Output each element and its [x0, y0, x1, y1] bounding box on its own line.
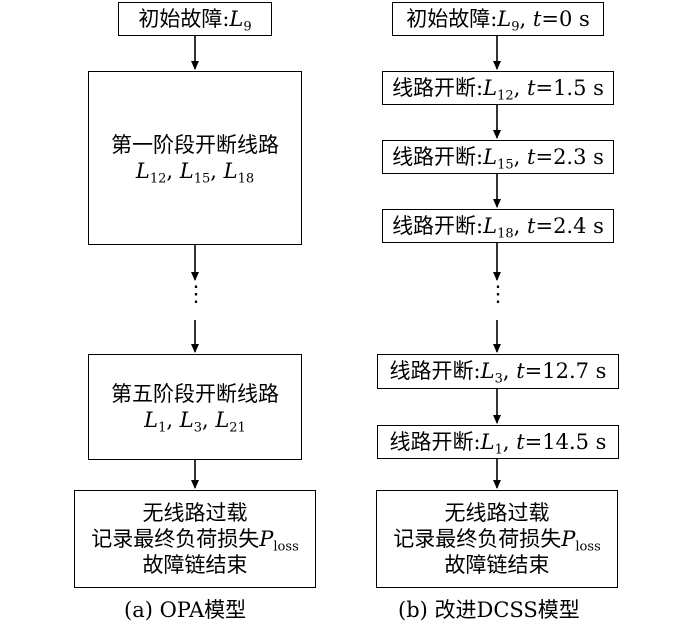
dcss-trip-box: 线路开断:L3, t=12.7 s	[377, 354, 619, 389]
opa-stage5-box: 第五阶段开断线路 L1, L3, L21	[88, 354, 302, 460]
opa-stage1-box: 第一阶段开断线路 L12, L15, L18	[88, 71, 302, 245]
dcss-trip-box: 线路开断:L1, t=14.5 s	[377, 425, 619, 459]
dcss-end-line3: 故障链结束	[444, 553, 550, 578]
dcss-caption: (b) 改进DCSS模型	[398, 598, 580, 622]
dcss-trip-box: 线路开断:L18, t=2.4 s	[382, 209, 614, 243]
opa-end-line3: 故障链结束	[142, 553, 248, 578]
opa-end-box: 无线路过载 记录最终负荷损失Ploss 故障链结束	[74, 490, 316, 588]
dcss-ellipsis: ⋮	[487, 282, 509, 307]
dcss-start-box: 初始故障:L9, t=0 s	[392, 2, 604, 36]
opa-start-box: 初始故障:L9	[118, 2, 272, 36]
dcss-trip-box: 线路开断:L12, t=1.5 s	[382, 71, 614, 105]
opa-stage5-lines: L1, L3, L21	[144, 408, 246, 436]
opa-start-label: 初始故障:	[138, 6, 230, 31]
opa-end-line2: 记录最终负荷损失Ploss	[91, 526, 299, 555]
dcss-end-box: 无线路过载 记录最终负荷损失Ploss 故障链结束	[376, 490, 618, 588]
dcss-end-line1: 无线路过载	[444, 500, 550, 525]
opa-stage1-lines: L12, L15, L18	[135, 159, 255, 187]
dcss-trip-box: 线路开断:L15, t=2.3 s	[382, 140, 614, 174]
opa-stage5-title: 第五阶段开断线路	[111, 381, 279, 406]
opa-caption: (a) OPA模型	[124, 598, 247, 622]
dcss-end-line2: 记录最终负荷损失Ploss	[393, 526, 601, 555]
dcss-start-label: 初始故障:	[406, 6, 498, 31]
opa-end-line1: 无线路过载	[142, 500, 248, 525]
opa-ellipsis: ⋮	[185, 282, 207, 307]
opa-stage1-title: 第一阶段开断线路	[111, 132, 279, 157]
